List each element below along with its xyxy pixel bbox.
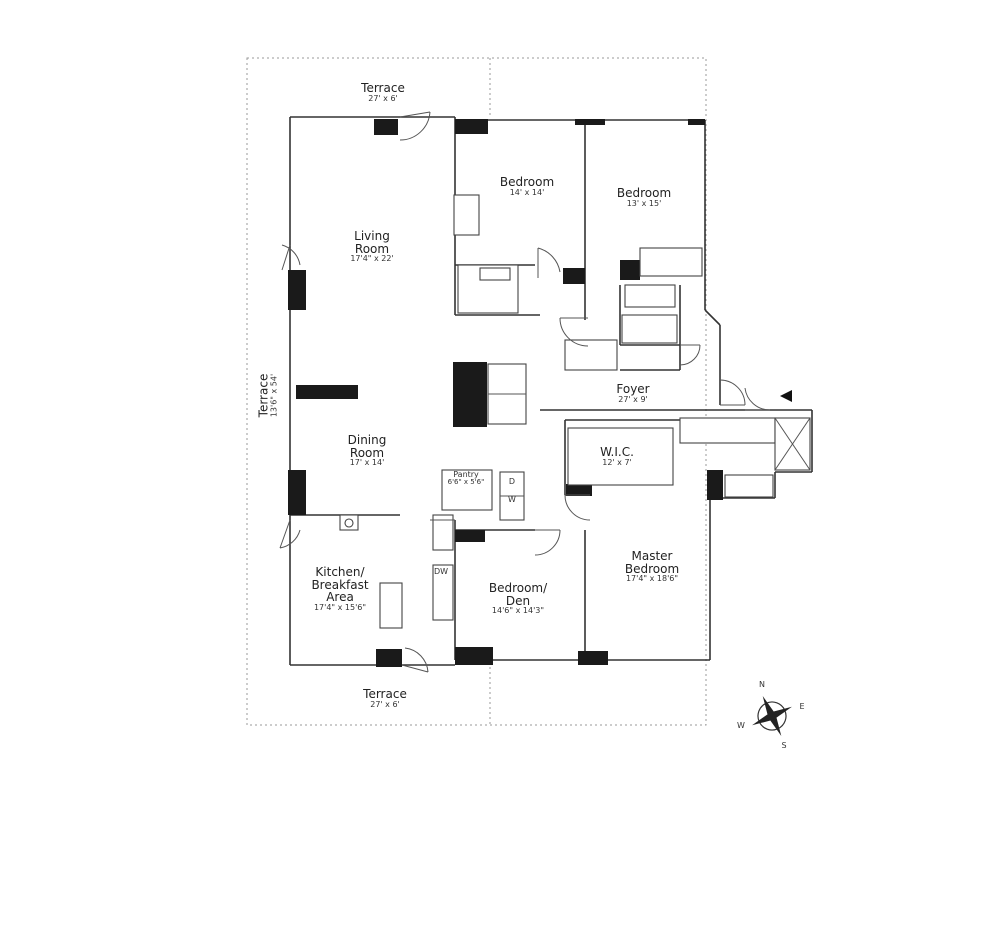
wall-columns (288, 119, 723, 667)
dishwasher: DW (433, 567, 449, 576)
room-name-line1: Dining (347, 433, 387, 447)
room-name: Terrace (361, 81, 405, 95)
compass-n: N (759, 680, 765, 689)
room-name-line1: Living (354, 229, 390, 243)
room-name-line2: Room (354, 241, 390, 256)
room-dims: 17'4" x 22' (350, 254, 394, 264)
room-name: Terrace (363, 687, 407, 701)
room-dims: 13' x 15' (626, 198, 662, 208)
room-name: Foyer (616, 382, 650, 396)
washer-label: W (508, 495, 516, 505)
room-bedroom-a: Bedroom 14' x 14' (500, 176, 554, 197)
compass-s: S (781, 741, 787, 750)
room-master: Master Bedroom 17'4" x 18'6" (625, 550, 679, 584)
washer-dryer: D W (508, 477, 516, 505)
room-dims: 6'6" x 5'6" (447, 478, 485, 487)
compass-e: E (799, 702, 805, 711)
room-dims: 12' x 7' (602, 457, 632, 467)
room-dims: 14' x 14' (509, 187, 545, 197)
entry-arrow (780, 390, 792, 402)
room-dims: 14'6" x 14'3" (491, 606, 545, 616)
room-name-line2: Den (505, 593, 531, 608)
room-wic: W.I.C. 12' x 7' (600, 446, 634, 467)
room-terrace-west: Terrace 13'6" x 54' (256, 355, 279, 435)
room-name-line3: Area (326, 590, 354, 605)
room-name: Bedroom (499, 175, 555, 189)
room-name-line1: Kitchen/ (315, 565, 365, 579)
room-name: W.I.C. (600, 445, 634, 459)
room-living: Living Room 17'4" x 22' (350, 230, 393, 264)
terrace-outline (246, 57, 707, 726)
dryer-label: D (508, 477, 516, 486)
room-name: Bedroom (616, 186, 672, 200)
room-name: Pantry (453, 470, 479, 479)
room-bedroom-b: Bedroom 13' x 15' (617, 187, 671, 208)
room-name: Terrace (256, 373, 271, 418)
room-terrace-north: Terrace 27' x 6' (361, 82, 405, 103)
room-dims: 27' x 6' (370, 699, 400, 709)
room-dining: Dining Room 17' x 14' (348, 434, 387, 468)
compass-rose (752, 696, 792, 736)
room-dims: 17'4" x 18'6" (625, 574, 679, 584)
room-dims: 17' x 14' (349, 458, 385, 468)
room-terrace-south: Terrace 27' x 6' (363, 688, 407, 709)
room-name-line2: Bedroom (624, 561, 680, 576)
room-pantry: Pantry 6'6" x 5'6" (447, 470, 485, 487)
room-kitchen: Kitchen/ Breakfast Area 17'4" x 15'6" (311, 566, 368, 612)
room-dims: 13'6" x 54' (269, 373, 279, 418)
fixtures (339, 194, 811, 629)
room-bedroom-den: Bedroom/ Den 14'6" x 14'3" (489, 582, 547, 616)
compass-w: W (737, 721, 745, 730)
room-dims: 27' x 6' (368, 93, 398, 103)
exterior-walls (289, 116, 813, 666)
room-dims: 17'4" x 15'6" (313, 602, 367, 612)
door-swings (279, 111, 771, 673)
room-dims: 27' x 9' (618, 394, 648, 404)
room-name-line1: Master (631, 549, 673, 563)
room-name-line2: Breakfast (311, 577, 369, 592)
room-foyer: Foyer 27' x 9' (616, 383, 649, 404)
room-name-line1: Bedroom/ (488, 581, 548, 595)
room-name-line2: Room (349, 445, 385, 460)
dishwasher-label: DW (433, 567, 449, 576)
